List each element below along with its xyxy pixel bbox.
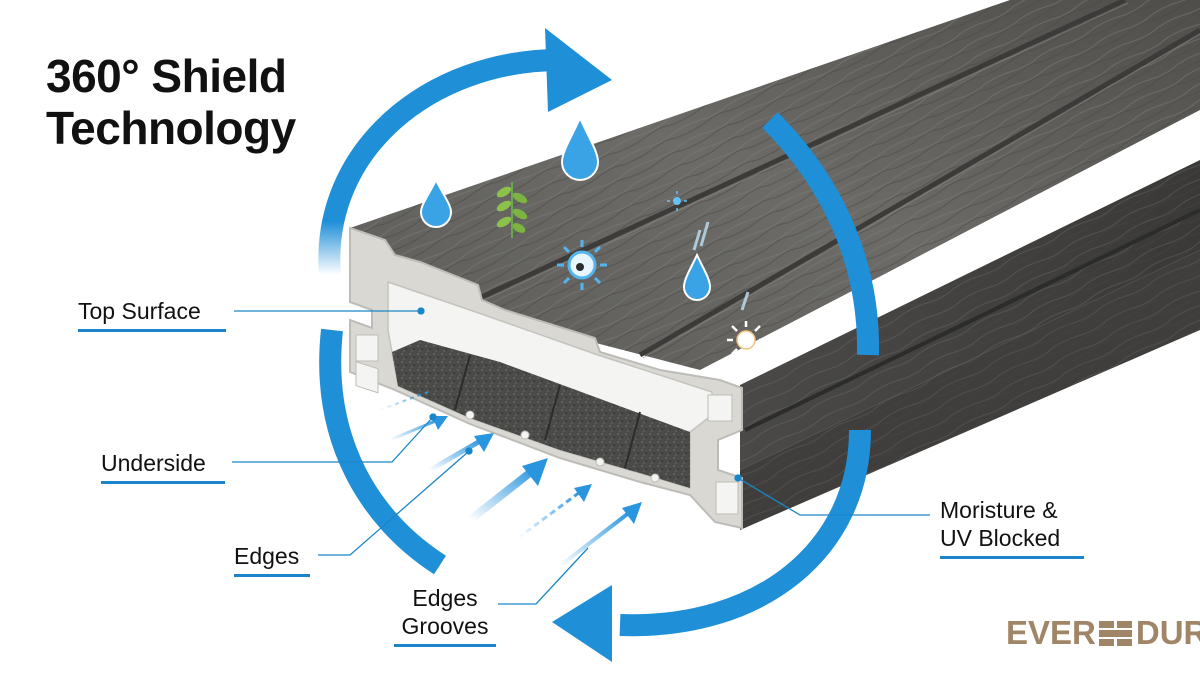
page-title: 360° Shield Technology — [46, 50, 296, 154]
water-drop-icon — [560, 115, 600, 181]
arrow-bottom-head-icon — [552, 585, 612, 662]
brick-logo-icon — [1098, 621, 1132, 646]
bacteria-icon — [557, 240, 607, 290]
surface-icons — [419, 115, 765, 359]
brand-logo: EVER DUR — [1006, 614, 1200, 652]
callout-label-line-1: Edges — [412, 585, 478, 611]
arrow-right-arc — [762, 112, 880, 356]
water-drop-icon — [682, 252, 712, 301]
leaf-icon — [496, 182, 528, 238]
callout-underline — [101, 481, 225, 484]
callout-edges: Edges — [234, 542, 310, 577]
callout-moisture-uv: Moristure & UV Blocked — [940, 496, 1084, 559]
leader-moisture — [737, 477, 930, 516]
leader-edges — [318, 451, 469, 556]
brand-text-right: DUR — [1135, 614, 1200, 651]
callout-label-line-2: UV Blocked — [940, 525, 1061, 551]
brand-text-left: EVER — [1006, 614, 1096, 651]
callout-underline — [78, 329, 226, 332]
callout-label: Top Surface — [78, 298, 201, 324]
callout-underline — [940, 556, 1084, 559]
underside-flow-arrows — [379, 391, 642, 568]
water-drop-icon — [419, 177, 453, 228]
leader-lines — [232, 307, 930, 605]
title-line-2: Technology — [46, 102, 296, 154]
arrow-left-lower-arc — [319, 328, 447, 575]
leader-underside — [232, 417, 433, 463]
callout-edges-grooves: Edges Grooves — [394, 584, 496, 647]
callout-label: Edges — [234, 543, 300, 569]
arrow-upper-arc — [318, 49, 561, 276]
flow-arrow-icon — [522, 458, 548, 486]
shield-arrows — [318, 28, 880, 662]
callout-underside: Underside — [101, 449, 225, 484]
leader-edges-grooves — [498, 547, 589, 605]
callout-label-line-1: Moristure & — [940, 497, 1058, 523]
arrow-bottom-arc — [619, 429, 871, 637]
callout-underline — [234, 574, 310, 577]
callout-label: Underside — [101, 450, 206, 476]
sun-icon — [667, 191, 687, 211]
sun-icon — [727, 321, 765, 359]
callout-top-surface: Top Surface — [78, 297, 226, 332]
underside-core — [392, 340, 690, 488]
title-line-1: 360° Shield — [46, 50, 287, 102]
arrow-upper-head-icon — [545, 28, 612, 112]
callout-underline — [394, 644, 496, 647]
board-cross-section — [349, 226, 743, 530]
callout-label-line-2: Grooves — [401, 613, 489, 639]
